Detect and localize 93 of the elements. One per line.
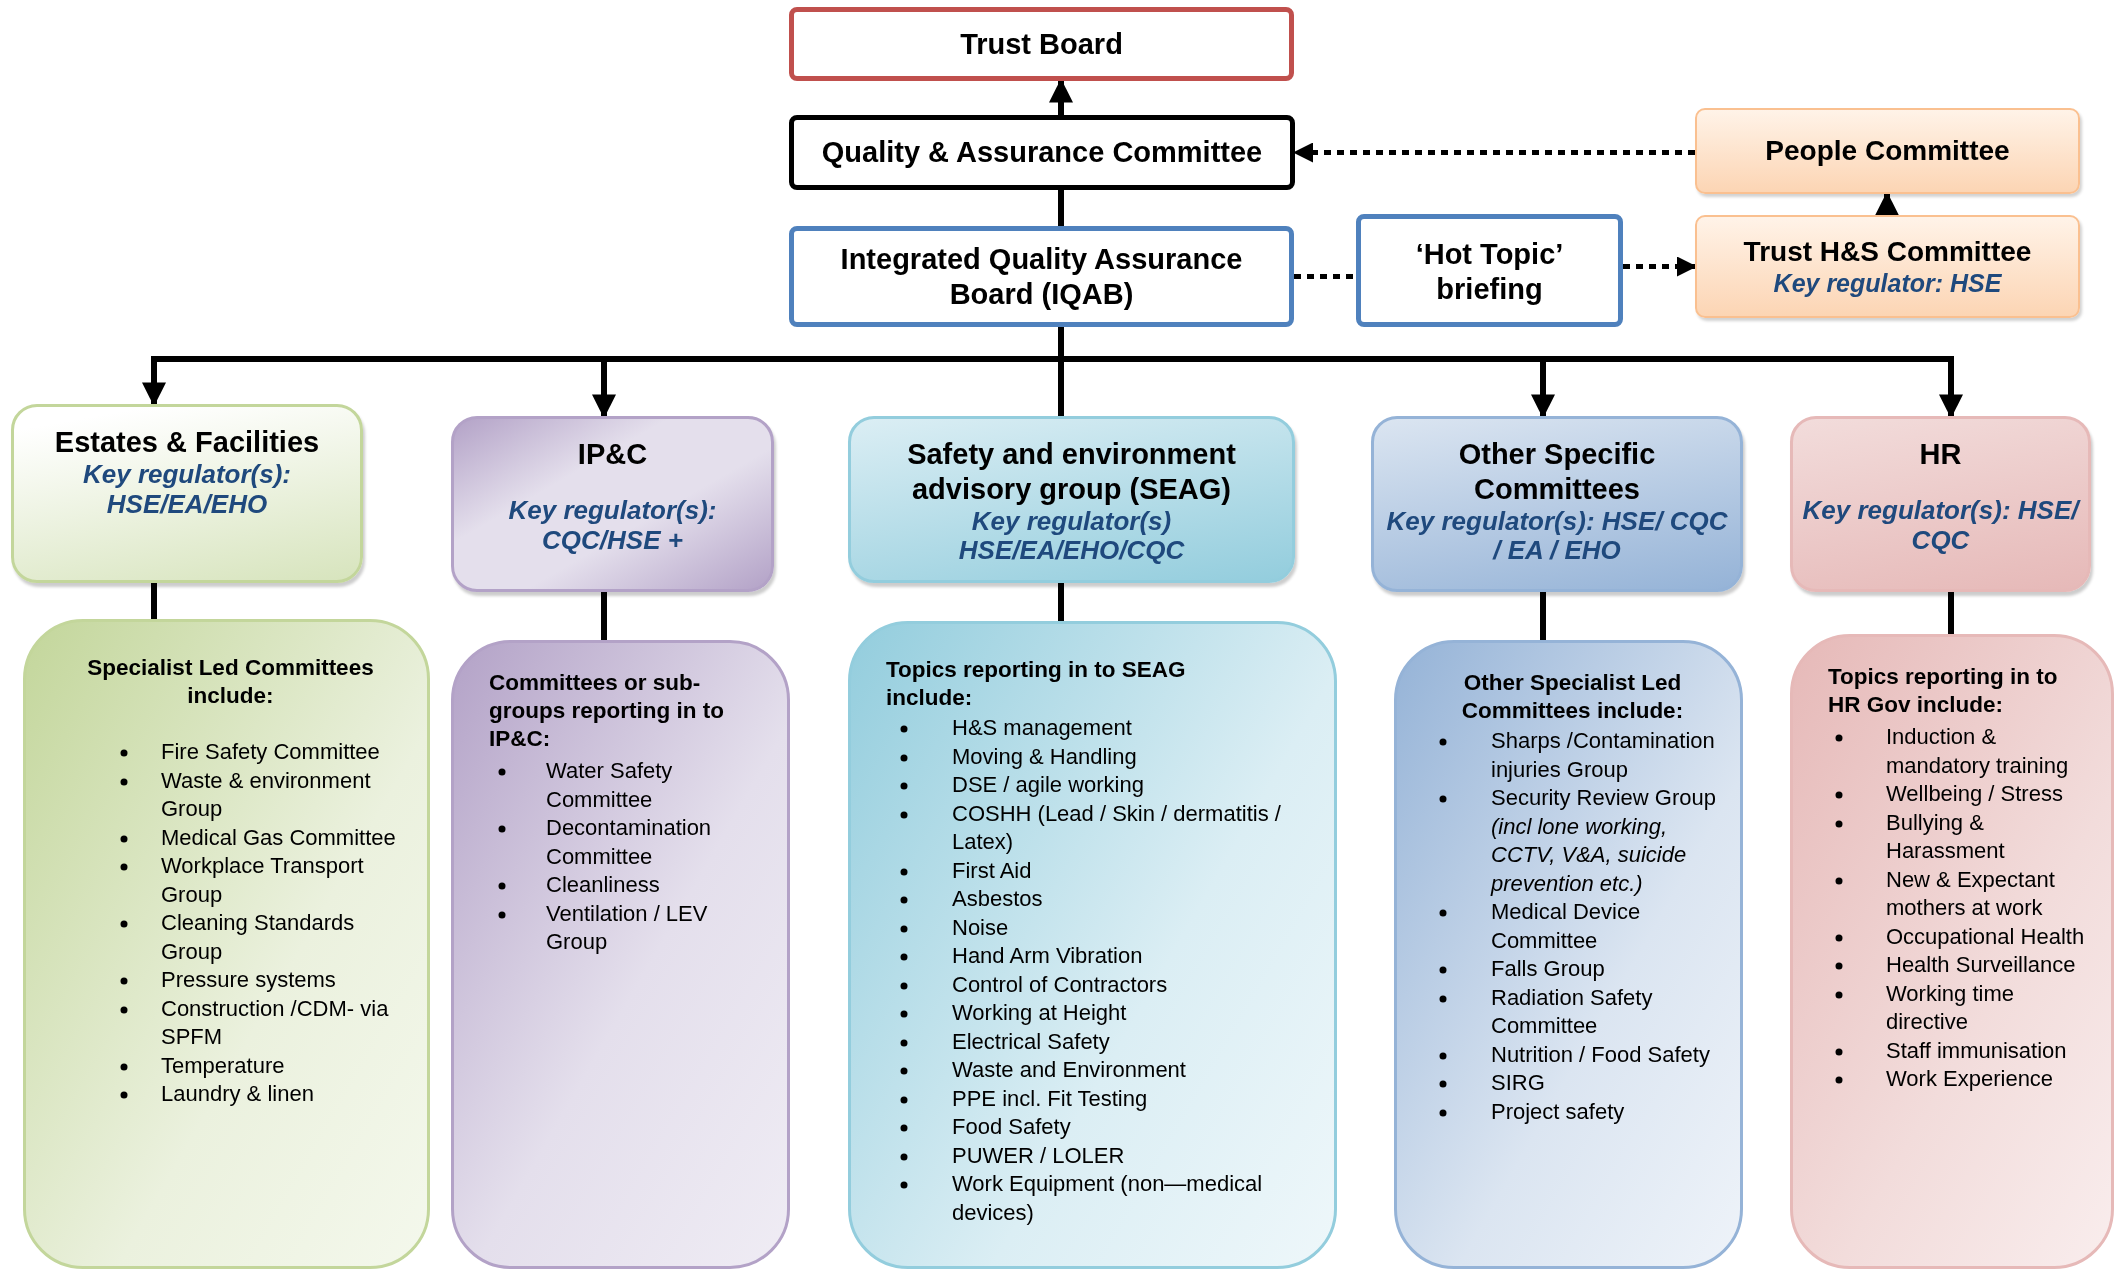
connector-line xyxy=(1058,190,1064,226)
bullet-item: Working at Height xyxy=(952,1000,1127,1026)
bullet-item: Occupational Health xyxy=(1886,923,2085,949)
bullet-item: Pressure systems xyxy=(161,967,336,993)
bullet-item: Waste & environment Group xyxy=(161,767,371,822)
committee-box xyxy=(848,416,1295,583)
bullet-item: Ventilation / LEV Group xyxy=(546,900,708,955)
bullet-item: Induction & mandatory training xyxy=(1886,724,2069,778)
bullet-item: Food Safety xyxy=(952,1114,1071,1140)
connector-line xyxy=(1058,583,1064,621)
list-heading: Committees or sub-groups reporting in to IP&C: xyxy=(489,669,725,754)
bullet-item: Cleaning Standards Group xyxy=(161,910,355,964)
list-heading: Topics reporting in to SEAG include: xyxy=(886,656,1187,713)
box-title: People Committee xyxy=(1765,134,2010,168)
bullet-item: Medical Device Committee xyxy=(1491,899,1641,953)
bullet-item: Radiation Safety Committee xyxy=(1491,984,1653,1039)
bullet-item: Health Surveillance xyxy=(1886,952,2076,978)
bullet-item: New & Expectant mothers at work xyxy=(1886,866,2055,921)
regulator-text: Key regulator: HSE xyxy=(1772,268,2003,298)
bullet-item: Bullying & Harassment xyxy=(1886,809,2005,864)
connector-line xyxy=(1875,191,1899,216)
bullet-item: Water Safety Committee xyxy=(546,758,673,812)
committee-box xyxy=(451,416,774,592)
box-title: Estates & Facilities xyxy=(54,425,320,460)
bullet-item: Sharps /Contamination injuries Group xyxy=(1491,728,1715,782)
topic-list-panel xyxy=(1790,634,2114,1269)
bullet-item: Workplace Transport Group xyxy=(161,853,364,907)
bullet-item: Control of Contractors xyxy=(952,971,1168,997)
bullet-item: Noise xyxy=(952,914,1009,940)
bullet-item: Work Equipment (non—medical devices) xyxy=(952,1171,1263,1225)
bullet-item: COSHH (Lead / Skin / dermatitis / Latex) xyxy=(952,800,1281,855)
bullet-item: Asbestos xyxy=(952,886,1043,912)
bullet-item: Moving & Handling xyxy=(952,743,1137,769)
dotted-arrow xyxy=(1293,142,1695,163)
bullet-item: Waste and Environment xyxy=(952,1057,1186,1083)
box-title: Trust H&S Committee xyxy=(1743,235,2032,269)
topic-list-panel xyxy=(1394,640,1743,1269)
box-title: Other Specific Committees xyxy=(1457,437,1657,507)
committee-box xyxy=(1695,215,2080,318)
bullet-item: Work Experience xyxy=(1886,1066,2054,1092)
box-title: Quality & Assurance Committee xyxy=(821,135,1263,170)
topic-list-panel xyxy=(451,640,790,1269)
bullet-item: Falls Group xyxy=(1491,956,1605,982)
box-title: Integrated Quality Assurance Board (IQAB) xyxy=(839,241,1244,312)
bullet-item: DSE / agile working xyxy=(952,772,1144,798)
regulator-text: Key regulator(s): HSE/ CQC / EA / EHO xyxy=(1385,506,1729,567)
bullet-item: Working time directive xyxy=(1886,980,2014,1035)
bullet-item: Nutrition / Food Safety xyxy=(1491,1041,1710,1067)
list-heading: Other Specialist Led Committees include: xyxy=(1460,669,1685,726)
regulator-text: Key regulator(s): HSE/ CQC xyxy=(1801,495,2082,556)
bullet-item: Medical Gas Committee xyxy=(161,824,396,850)
committee-box xyxy=(1356,214,1623,327)
committee-box xyxy=(1371,416,1743,592)
bullet-item: SIRG xyxy=(1491,1070,1545,1096)
regulator-text: Key regulator(s) HSE/EA/EHO/CQC xyxy=(957,506,1186,567)
bullet-item: Security Review Group (incl lone working, CCTV, V&A, suicide prevention etc.) xyxy=(1491,785,1716,896)
box-title: ‘Hot Topic’ briefing xyxy=(1414,237,1565,307)
list-heading: Topics reporting in to HR Gov include: xyxy=(1828,663,2059,720)
bullet-item: Temperature xyxy=(161,1052,285,1078)
bullet-item: PPE incl. Fit Testing xyxy=(952,1085,1148,1111)
bullet-item: Hand Arm Vibration xyxy=(952,943,1143,969)
bullet-item: H&S management xyxy=(952,715,1132,741)
committee-box xyxy=(789,226,1294,327)
box-title: HR xyxy=(1919,437,1962,472)
regulator-text: Key regulator(s): HSE/EA/EHO xyxy=(81,459,292,520)
connector-line xyxy=(601,592,607,640)
committee-box xyxy=(789,115,1295,190)
connector-line xyxy=(151,583,157,619)
connector-line xyxy=(1540,592,1546,640)
topic-list-panel xyxy=(848,621,1337,1269)
committee-box xyxy=(11,404,363,583)
committee-box xyxy=(789,7,1294,81)
bullet-item: Staff immunisation xyxy=(1886,1037,2067,1063)
regulator-text: Key regulator(s): CQC/HSE + xyxy=(507,495,718,556)
bullet-item: Construction /CDM- via SPFM xyxy=(161,995,389,1050)
box-title: Trust Board xyxy=(960,26,1123,62)
bullet-item: Fire Safety Committee xyxy=(161,739,380,765)
bullet-item: PUWER / LOLER xyxy=(952,1142,1125,1168)
bullet-item: Electrical Safety xyxy=(952,1028,1110,1054)
connector-line xyxy=(1948,592,1954,634)
dotted-arrow xyxy=(1623,256,1697,277)
bullet-item: Project safety xyxy=(1491,1098,1625,1124)
bullet-item: First Aid xyxy=(952,857,1032,883)
box-title: IP&C xyxy=(577,437,648,472)
bullet-item: Decontamination Committee xyxy=(546,815,712,869)
box-title: Safety and environment advisory group (SEAG) xyxy=(906,437,1237,507)
committee-box xyxy=(1695,108,2080,194)
bullet-item: Cleanliness xyxy=(546,872,660,898)
bullet-item: Laundry & linen xyxy=(161,1081,314,1107)
committee-box xyxy=(1790,416,2091,592)
list-heading: Specialist Led Committees include: xyxy=(86,654,375,711)
bullet-item: Wellbeing / Stress xyxy=(1886,781,2063,807)
topic-list-panel xyxy=(23,619,430,1269)
